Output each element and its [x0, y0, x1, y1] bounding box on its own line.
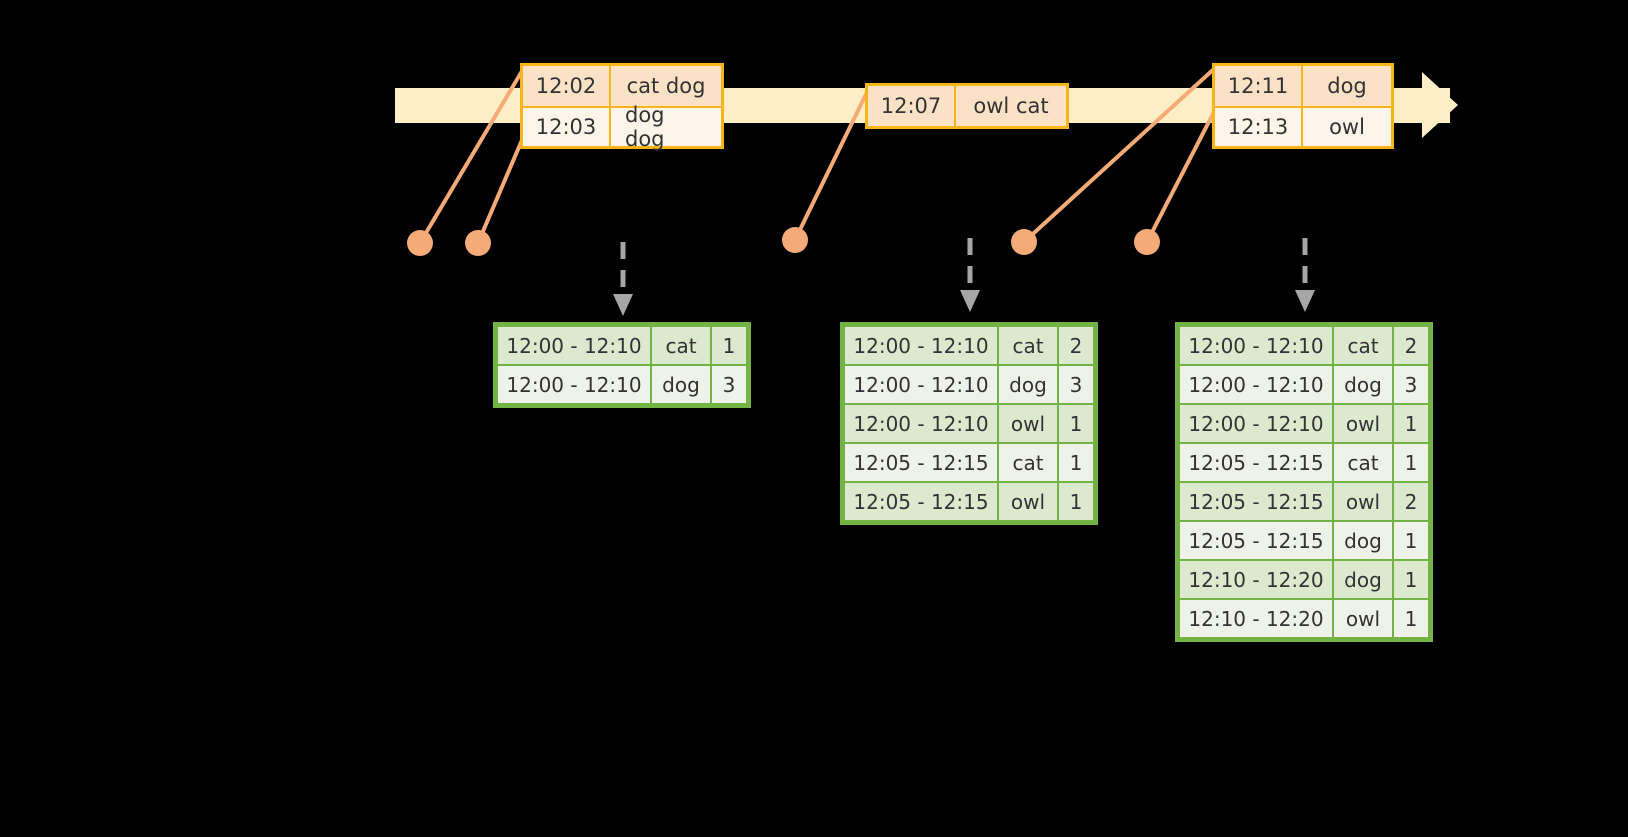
cell-count: 3 [1394, 366, 1428, 403]
emit-arrow-1 [613, 242, 633, 316]
cell-window: 12:05 - 12:15 [845, 444, 997, 481]
cell-window: 12:10 - 12:20 [1180, 561, 1332, 598]
cell-window: 12:05 - 12:15 [1180, 522, 1332, 559]
cell-key: cat [652, 327, 710, 364]
event-dot-4 [1011, 229, 1037, 255]
event-dot-1 [407, 230, 433, 256]
cell-count: 2 [1059, 327, 1093, 364]
cell-key: dog [999, 366, 1057, 403]
cell-window: 12:00 - 12:10 [498, 327, 650, 364]
event-time: 12:02 [523, 66, 611, 106]
cell-key: cat [999, 444, 1057, 481]
event-words: owl cat [973, 94, 1049, 118]
cell-key: owl [1334, 600, 1392, 637]
emit-arrow-3 [1295, 238, 1315, 312]
cell-window: 12:10 - 12:20 [1180, 600, 1332, 637]
event-box-2: 12:07 owl cat [865, 83, 1069, 129]
cell-window: 12:00 - 12:10 [845, 366, 997, 403]
cell-count: 1 [1394, 444, 1428, 481]
cell-count: 1 [1394, 522, 1428, 559]
emit-arrow-2 [960, 238, 980, 312]
cell-count: 1 [1394, 561, 1428, 598]
cell-count: 3 [712, 366, 746, 403]
cell-key: dog [1334, 366, 1392, 403]
event-row: 12:11 dog [1215, 66, 1391, 106]
event-dot-2 [465, 230, 491, 256]
event-words: cat dog [626, 74, 706, 98]
event-time: 12:11 [1215, 66, 1303, 106]
cell-window: 12:00 - 12:10 [1180, 327, 1332, 364]
event-row: 12:07 owl cat [868, 86, 1066, 126]
cell-key: cat [1334, 327, 1392, 364]
timeline-arrowhead-icon [1422, 72, 1458, 138]
cell-window: 12:00 - 12:10 [1180, 366, 1332, 403]
cell-window: 12:00 - 12:10 [498, 366, 650, 403]
event-words: owl [1329, 115, 1365, 139]
cell-key: dog [652, 366, 710, 403]
connector-5 [1145, 109, 1217, 243]
cell-window: 12:05 - 12:15 [1180, 483, 1332, 520]
event-time: 12:13 [1215, 108, 1303, 146]
cell-count: 1 [1059, 483, 1093, 520]
cell-key: owl [1334, 405, 1392, 442]
cell-key: owl [999, 483, 1057, 520]
cell-count: 1 [712, 327, 746, 364]
cell-key: cat [999, 327, 1057, 364]
event-box-1: 12:02 cat dog 12:03 dog dog [520, 63, 724, 151]
cell-key: owl [1334, 483, 1392, 520]
cell-window: 12:00 - 12:10 [1180, 405, 1332, 442]
event-dot-3 [782, 227, 808, 253]
event-time: 12:03 [523, 108, 611, 146]
event-row: 12:02 cat dog [523, 66, 721, 106]
cell-key: cat [1334, 444, 1392, 481]
cell-count: 2 [1394, 483, 1428, 520]
event-words: dog dog [625, 103, 665, 151]
cell-key: owl [999, 405, 1057, 442]
cell-count: 2 [1394, 327, 1428, 364]
cell-count: 1 [1059, 405, 1093, 442]
cell-window: 12:05 - 12:15 [845, 483, 997, 520]
cell-key: dog [1334, 561, 1392, 598]
cell-count: 1 [1059, 444, 1093, 481]
cell-window: 12:05 - 12:15 [1180, 444, 1332, 481]
connector-2 [476, 132, 527, 244]
event-box-3: 12:11 dog 12:13 owl [1212, 63, 1394, 149]
cell-key: dog [1334, 522, 1392, 559]
cell-count: 3 [1059, 366, 1093, 403]
event-row: 12:13 owl [1215, 106, 1391, 146]
event-time: 12:07 [868, 86, 956, 126]
cell-window: 12:00 - 12:10 [845, 405, 997, 442]
cell-count: 1 [1394, 405, 1428, 442]
cell-count: 1 [1394, 600, 1428, 637]
event-dot-5 [1134, 229, 1160, 255]
event-words: dog [1327, 74, 1367, 98]
cell-window: 12:00 - 12:10 [845, 327, 997, 364]
event-row: 12:03 dog dog [523, 103, 721, 151]
